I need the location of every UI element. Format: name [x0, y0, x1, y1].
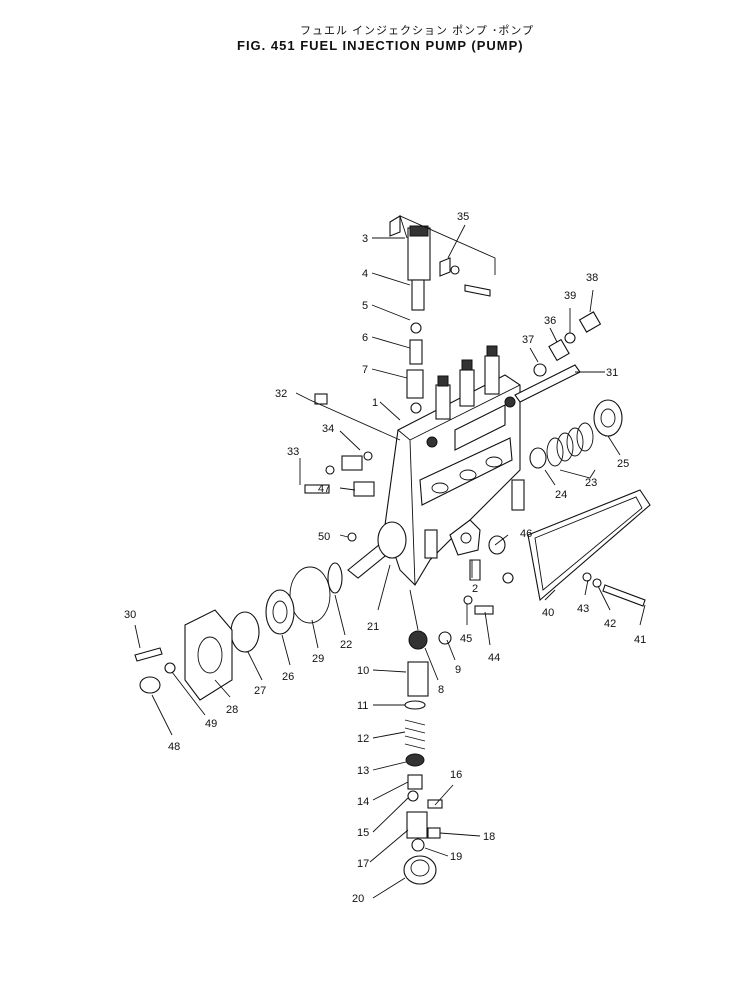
callout-12: 12 [357, 733, 369, 745]
callout-30: 30 [124, 609, 136, 621]
callout-50: 50 [318, 531, 330, 543]
callout-15: 15 [357, 827, 369, 839]
callout-13: 13 [357, 765, 369, 777]
callout-23: 23 [585, 477, 597, 489]
callout-44: 44 [488, 652, 500, 664]
callout-20: 20 [352, 893, 364, 905]
callout-24: 24 [555, 489, 567, 501]
callout-10: 10 [357, 665, 369, 677]
callout-2: 2 [472, 583, 478, 595]
cover-plate-40 [527, 489, 651, 607]
callout-19: 19 [450, 851, 462, 863]
callout-1: 1 [372, 397, 378, 409]
callout-17: 17 [357, 858, 369, 870]
callout-38: 38 [586, 272, 598, 284]
callout-42: 42 [604, 618, 616, 630]
callout-22: 22 [340, 639, 352, 651]
callout-3: 3 [362, 233, 368, 245]
pump-housing [384, 374, 525, 586]
delivery-valve-holders [435, 345, 500, 420]
parts-8-to-20 [403, 630, 452, 885]
figure-title-japanese: フュエル インジェクション ポンプ ･ポンプ [300, 25, 535, 37]
callout-21: 21 [367, 621, 379, 633]
leader-lines [134, 215, 646, 899]
callout-27: 27 [254, 685, 266, 697]
callout-11: 11 [357, 700, 368, 712]
callout-37: 37 [522, 334, 534, 346]
callout-7: 7 [362, 364, 368, 376]
camshaft-and-left-parts [134, 521, 407, 701]
callout-25: 25 [617, 458, 629, 470]
callout-5: 5 [362, 300, 368, 312]
callout-39: 39 [564, 290, 576, 302]
callout-47: 47 [318, 483, 330, 495]
callout-28: 28 [226, 704, 238, 716]
callout-32: 32 [275, 388, 287, 400]
callout-9: 9 [455, 664, 461, 676]
callout-4: 4 [362, 268, 368, 280]
callout-34: 34 [322, 423, 334, 435]
callout-31: 31 [606, 367, 618, 379]
callout-6: 6 [362, 332, 368, 344]
governor-side-parts [514, 311, 602, 403]
callout-33: 33 [287, 446, 299, 458]
callout-48: 48 [168, 741, 180, 753]
parts-23-25 [529, 399, 623, 469]
callout-16: 16 [450, 769, 462, 781]
callout-labels: 1 2 3 4 5 6 7 8 9 10 11 12 13 14 15 16 1… [124, 211, 646, 905]
callout-49: 49 [205, 718, 217, 730]
callout-26: 26 [282, 671, 294, 683]
callout-29: 29 [312, 653, 324, 665]
callout-8: 8 [438, 684, 444, 696]
callout-36: 36 [544, 315, 556, 327]
callout-35: 35 [457, 211, 469, 223]
callout-14: 14 [357, 796, 369, 808]
callout-18: 18 [483, 831, 495, 843]
callout-46: 46 [520, 528, 532, 540]
parts-3-to-7 [389, 215, 451, 414]
misc-small-parts [304, 265, 514, 615]
figure-title: FIG. 451 FUEL INJECTION PUMP (PUMP) [237, 38, 524, 53]
callout-43: 43 [577, 603, 589, 615]
callout-40: 40 [542, 607, 554, 619]
callout-41: 41 [634, 634, 646, 646]
callout-45: 45 [460, 633, 472, 645]
